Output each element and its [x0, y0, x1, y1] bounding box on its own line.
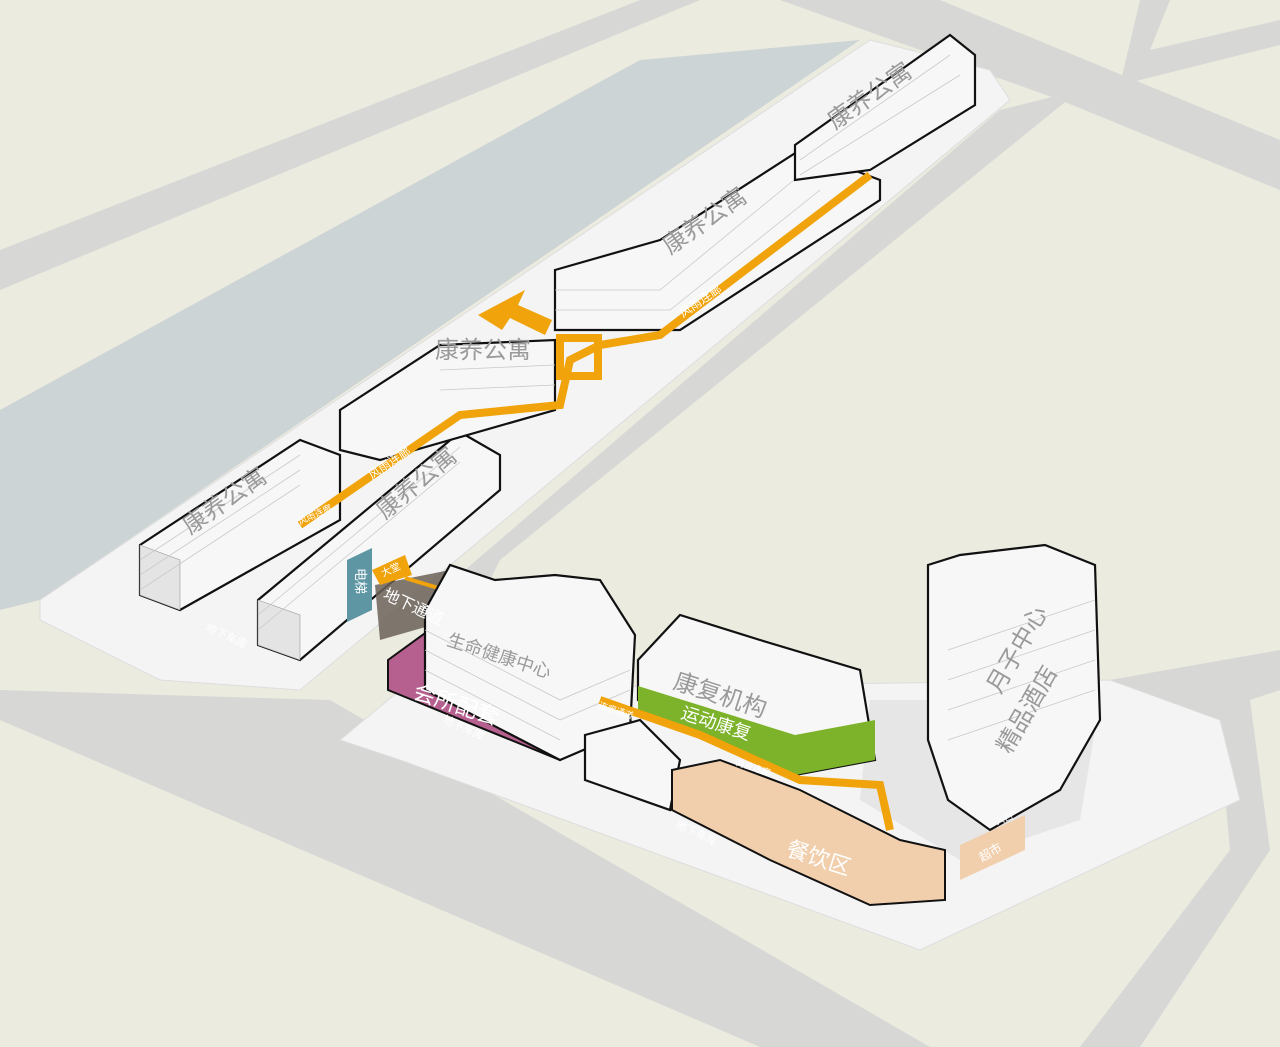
corridor-covered-walkway: [297, 171, 873, 529]
arrow-icon: [478, 290, 552, 335]
road-north: [780, 0, 1280, 190]
life-health-center-building: [423, 563, 637, 762]
dining-blocks: [671, 758, 946, 907]
elevator-block: [347, 548, 372, 622]
label-elevator: 电梯: [352, 568, 367, 594]
road-south: [0, 690, 930, 1047]
apartment-block-3: [338, 338, 557, 462]
river: [0, 40, 860, 610]
apartment-block-5: [793, 33, 977, 182]
road-northwest: [0, 0, 700, 290]
commercial-corridor: [598, 696, 894, 831]
apartment-block-1: [138, 438, 342, 612]
hotel-tower: [926, 543, 1102, 832]
rehab-building: [636, 613, 877, 777]
corridor-node: [556, 334, 602, 380]
road-middle: [430, 90, 1080, 600]
road-east: [1080, 650, 1280, 1047]
apartment-block-4: [553, 148, 882, 332]
sports-rehab-band: [638, 686, 875, 775]
label-apartment-3: 康养公寓: [435, 336, 531, 364]
supermarket-block: [960, 815, 1025, 880]
apartment-block-2: [256, 430, 502, 662]
road-northeast: [1120, 0, 1280, 85]
lobby-block: [372, 555, 412, 585]
